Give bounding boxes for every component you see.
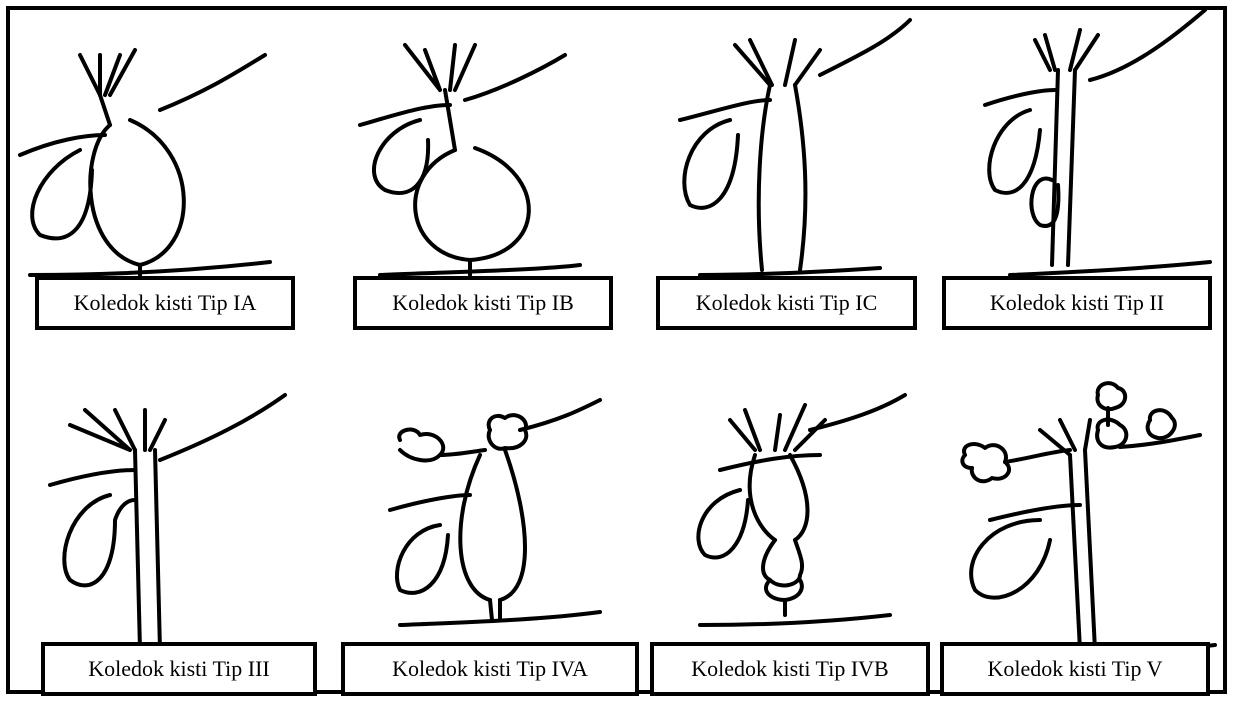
illustration-type-iva	[390, 400, 600, 625]
illustration-type-ic	[680, 20, 910, 275]
label-type-ia: Koledok kisti Tip IA	[35, 276, 295, 330]
label-type-ib: Koledok kisti Tip IB	[353, 276, 613, 330]
label-type-ic: Koledok kisti Tip IC	[656, 276, 917, 330]
label-type-ii: Koledok kisti Tip II	[942, 276, 1212, 330]
illustration-type-ivb	[698, 395, 905, 625]
illustration-type-ii	[985, 10, 1210, 275]
label-type-v: Koledok kisti Tip V	[940, 642, 1210, 696]
label-type-iva: Koledok kisti Tip IVA	[341, 642, 639, 696]
illustration-type-iii	[50, 395, 285, 665]
label-type-iii: Koledok kisti Tip III	[41, 642, 317, 696]
label-type-ivb: Koledok kisti Tip IVB	[650, 642, 930, 696]
illustration-type-ib	[360, 45, 580, 275]
illustration-type-ia	[20, 50, 270, 275]
illustration-type-v	[960, 383, 1215, 665]
